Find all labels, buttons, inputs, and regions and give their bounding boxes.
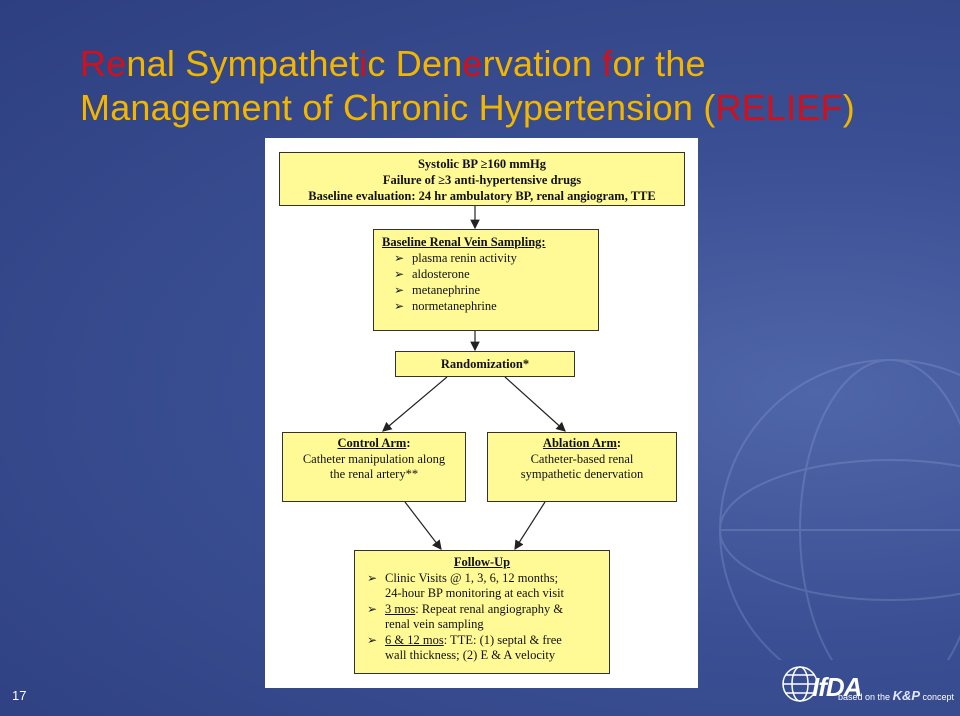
flow-arrows [382,206,566,551]
eligibility-line: Failure of ≥3 anti-hypertensive drugs [382,173,582,187]
follow-up-list: ➢6 & 12 mos: TTE: (1) septal & free [363,633,601,649]
list-item: ➢Clinic Visits @ 1, 3, 6, 12 months; [367,570,559,585]
eligibility-line: Systolic BP ≥160 mmHg [417,157,547,171]
follow-up-list: ➢3 mos: Repeat renal angiography & [363,602,601,618]
title-acronym: RELIEF [715,87,843,128]
control-arm-line: Catheter manipulation along [302,451,446,466]
title-text: ) [842,87,855,128]
arrow-randomization-to-control [382,376,448,432]
list-item: ➢aldosterone [394,267,470,281]
follow-up-header: Follow-Up [453,555,511,569]
follow-up-continuation: 24-hour BP monitoring at each visit [385,586,565,600]
control-arm-header: Control Arm: [337,436,411,450]
globe-icon [782,666,818,702]
triangle-arrow-icon: ➢ [394,283,405,297]
ablation-arm-box: Ablation Arm: Catheter-based renal sympa… [487,432,677,502]
title-line-2: Management of Chronic Hypertension (RELI… [80,86,940,130]
triangle-arrow-icon: ➢ [367,570,378,585]
eligibility-box: Systolic BP ≥160 mmHg Failure of ≥3 anti… [279,152,685,206]
logo-text: IfDA [812,672,862,702]
title-text: Management of Chronic Hypertension ( [80,87,716,128]
triangle-arrow-icon: ➢ [394,267,405,281]
control-arm-line: the renal artery** [329,467,419,481]
title-text: c Den [367,43,463,84]
triangle-arrow-icon: ➢ [394,251,405,265]
list-item: ➢3 mos: Repeat renal angiography & [367,601,564,616]
list-item: ➢metanephrine [394,283,481,297]
ablation-arm-header: Ablation Arm: [542,436,622,450]
ablation-arm-line: sympathetic denervation [520,467,644,481]
title-text: nal Sympathet [126,43,360,84]
follow-up-list: ➢Clinic Visits @ 1, 3, 6, 12 months; [363,571,601,587]
slide-title: Renal Sympathetic Denervation for the Ma… [80,42,940,130]
follow-up-continuation: wall thickness; (2) E & A velocity [385,648,556,662]
title-acronym-letter: f [602,43,613,84]
control-arm-box: Control Arm: Catheter manipulation along… [282,432,466,502]
arrow-randomization-to-ablation [504,376,566,432]
logo-tagline: based on the K&P concept [838,688,955,703]
slide-number: 17 [12,688,27,703]
sampling-header: Baseline Renal Vein Sampling: [382,235,546,249]
title-acronym-letter: Re [80,43,127,84]
triangle-arrow-icon: ➢ [367,632,378,647]
eligibility-line: Baseline evaluation: 24 hr ambulatory BP… [308,189,656,203]
ifda-logo: IfDA based on the K&P concept [780,660,954,708]
follow-up-box: Follow-Up ➢Clinic Visits @ 1, 3, 6, 12 m… [354,550,610,674]
title-acronym-letter: e [462,43,483,84]
background-globe-arcs [719,359,960,660]
sampling-list: ➢plasma renin activity ➢aldosterone ➢met… [382,250,590,314]
study-flowchart: Systolic BP ≥160 mmHg Failure of ≥3 anti… [265,138,698,688]
title-text: or the [612,43,706,84]
triangle-arrow-icon: ➢ [367,601,378,616]
randomization-box: Randomization* [395,351,575,377]
renal-vein-sampling-box: Baseline Renal Vein Sampling: ➢plasma re… [373,229,599,331]
list-item: ➢6 & 12 mos: TTE: (1) septal & free [367,632,562,647]
follow-up-continuation: renal vein sampling [385,617,484,631]
title-acronym-letter: i [359,43,368,84]
arrow-control-to-followup [404,501,442,550]
ablation-arm-line: Catheter-based renal [530,451,634,466]
title-text: rvation [482,43,603,84]
arrow-ablation-to-followup [514,501,546,551]
list-item: ➢plasma renin activity [394,251,517,265]
triangle-arrow-icon: ➢ [394,299,405,313]
list-item: ➢normetanephrine [394,299,497,313]
title-line-1: Renal Sympathetic Denervation for the [80,42,940,86]
